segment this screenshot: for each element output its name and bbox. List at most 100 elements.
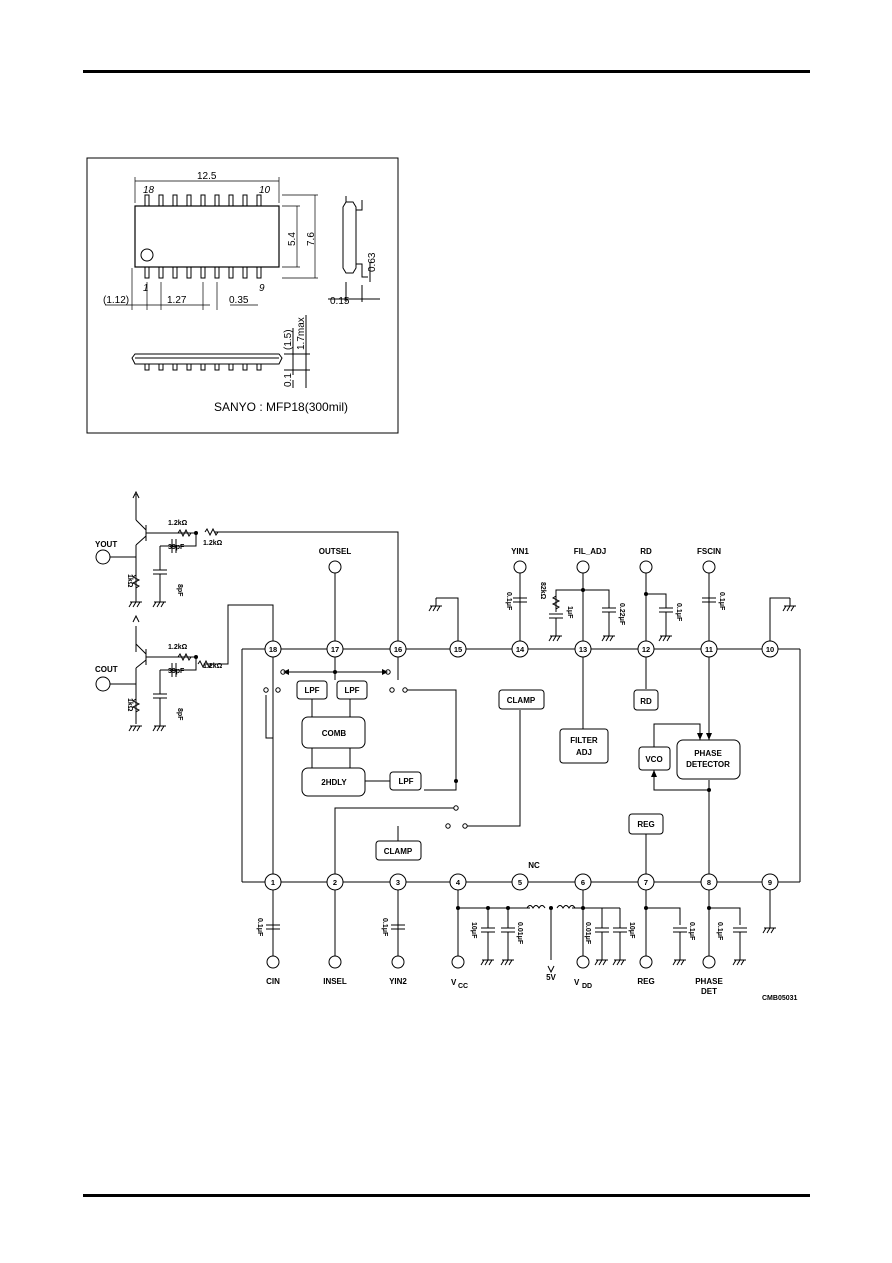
- lpf-block-1: [296, 680, 328, 700]
- pin-10: 10: [766, 645, 774, 654]
- lpf-label-1: LPF: [304, 686, 319, 695]
- reg-block-label: REG: [637, 820, 654, 829]
- dim-body-height: (1.5): [283, 329, 294, 350]
- cap-vcc-10u: 10μF: [470, 922, 477, 939]
- clamp-block-1: [498, 689, 545, 710]
- application-circuit: [110, 494, 801, 960]
- dim-body-width: 5.4: [287, 232, 298, 246]
- dim-pin9: 9: [259, 283, 265, 294]
- package-leads: [144, 194, 262, 279]
- junction-dots: [194, 531, 711, 910]
- pin-9: 9: [768, 878, 772, 887]
- package-drawing: 12.5 18 10 1 9 5.4 7.6 (1.12) 1.27 0.35 …: [86, 157, 399, 434]
- pin-17: 17: [331, 645, 339, 654]
- pin1-marker-icon: [140, 248, 154, 262]
- nc-label: NC: [528, 861, 540, 870]
- filter-adj-block: [559, 728, 609, 764]
- rload-label-c: 1kΩ: [126, 698, 133, 712]
- rd-block-label: RD: [640, 697, 652, 706]
- pin-8: 8: [707, 878, 711, 887]
- yout-label: YOUT: [95, 540, 117, 549]
- pin-6: 6: [581, 878, 585, 887]
- r1-label-c: 1.2kΩ: [168, 644, 188, 651]
- 2hdly-label: 2HDLY: [321, 778, 347, 787]
- package-frame: [86, 157, 399, 434]
- pin-12: 12: [642, 645, 650, 654]
- pin-7: 7: [644, 878, 648, 887]
- dim-lead-thick: 0.15: [330, 296, 350, 307]
- cout-label: COUT: [95, 665, 118, 674]
- cap-reg: 0.1μF: [688, 922, 695, 941]
- output-labels: YOUT COUT 1.2kΩ 1.2kΩ 39pF 1.2kΩ 1.2kΩ 3…: [95, 520, 223, 721]
- vco-block: [638, 746, 671, 771]
- cap-vdd-001: 0.01μF: [584, 922, 591, 945]
- dim-pin1: 1: [143, 283, 149, 294]
- pin-18: 18: [269, 645, 277, 654]
- dim-pin10: 10: [259, 185, 271, 196]
- arrow-icons: [283, 669, 712, 777]
- cap-rd: 0.1μF: [675, 603, 682, 622]
- comb-label: COMB: [322, 729, 347, 738]
- vcc-label: V: [451, 978, 457, 987]
- reg-label: REG: [637, 977, 654, 986]
- det-label: DET: [701, 987, 717, 996]
- bottom-rule: [83, 1194, 810, 1197]
- top-pins: [264, 640, 779, 658]
- pin-13: 13: [579, 645, 587, 654]
- pin-15: 15: [454, 645, 462, 654]
- phase-detector-block: [676, 739, 741, 780]
- cap-vcc-001: 0.01μF: [516, 922, 523, 945]
- bottom-pins: [264, 873, 779, 891]
- filter-label: FILTER: [570, 736, 598, 745]
- rd-label: RD: [640, 547, 652, 556]
- outsel-label: OUTSEL: [319, 547, 352, 556]
- vdd-label: V: [574, 978, 580, 987]
- capacitor-icons: [131, 527, 747, 960]
- clamp-label-1: CLAMP: [507, 696, 536, 705]
- 2hdly-block: [301, 767, 366, 797]
- package-caption: SANYO : MFP18(300mil): [214, 400, 348, 414]
- package-side-view: [131, 315, 310, 388]
- cap-1u: 1μF: [566, 606, 573, 619]
- dim-length: 12.5: [197, 171, 217, 182]
- pin-14: 14: [516, 645, 525, 654]
- cpf2-label-c: 8pF: [176, 708, 183, 721]
- package-end-view: [328, 196, 380, 302]
- lpf-label-3: LPF: [398, 777, 413, 786]
- r2-label-y: 1.2kΩ: [203, 540, 223, 547]
- pin-5: 5: [518, 878, 522, 887]
- clamp-label-2: CLAMP: [384, 847, 413, 856]
- dim-max-height: 1.7max: [296, 317, 307, 350]
- lpf-block-3: [389, 771, 422, 791]
- dim-standoff: 0.1: [283, 373, 294, 387]
- switch-contacts: [263, 669, 468, 829]
- functional-blocks: LPF LPF COMB 2HDLY LPF CLAMP CLAMP FILTE…: [296, 680, 741, 861]
- top-labels: OUTSEL YIN1 FIL_ADJ RD FSCIN: [319, 547, 721, 556]
- pin-11: 11: [705, 645, 713, 654]
- lpf-label-2: LPF: [344, 686, 359, 695]
- cap-fscin: 0.1μF: [718, 592, 725, 611]
- rload-label-y: 1kΩ: [126, 574, 133, 588]
- cap-cin: 0.1μF: [256, 918, 263, 937]
- phase-label-bottom: PHASE: [695, 977, 723, 986]
- vco-label: VCO: [645, 755, 662, 764]
- adj-label: ADJ: [576, 748, 592, 757]
- pin-1: 1: [271, 878, 275, 887]
- cpf-label-c: 39pF: [168, 668, 185, 675]
- vdd-sub-label: DD: [582, 983, 592, 990]
- cap-yin2: 0.1μF: [381, 918, 388, 937]
- dim-lead-width: 0.35: [229, 295, 249, 306]
- component-values: 0.1μF 82kΩ 1μF 0.22μF 0.1μF 0.1μF 0.1μF …: [256, 582, 725, 945]
- package-body-top-view: [134, 205, 280, 268]
- cpf-label-y: 39pF: [168, 544, 185, 551]
- yin1-label: YIN1: [511, 547, 529, 556]
- pin-16: 16: [394, 645, 402, 654]
- fil-adj-label: FIL_ADJ: [574, 547, 606, 556]
- pin-circles: [95, 549, 779, 969]
- clamp-block-2: [375, 840, 422, 861]
- pin-3: 3: [396, 878, 400, 887]
- dim-overall-width: 7.6: [306, 232, 317, 246]
- top-rule: [83, 70, 810, 73]
- pin-4: 4: [456, 878, 461, 887]
- rd-block: [633, 689, 659, 711]
